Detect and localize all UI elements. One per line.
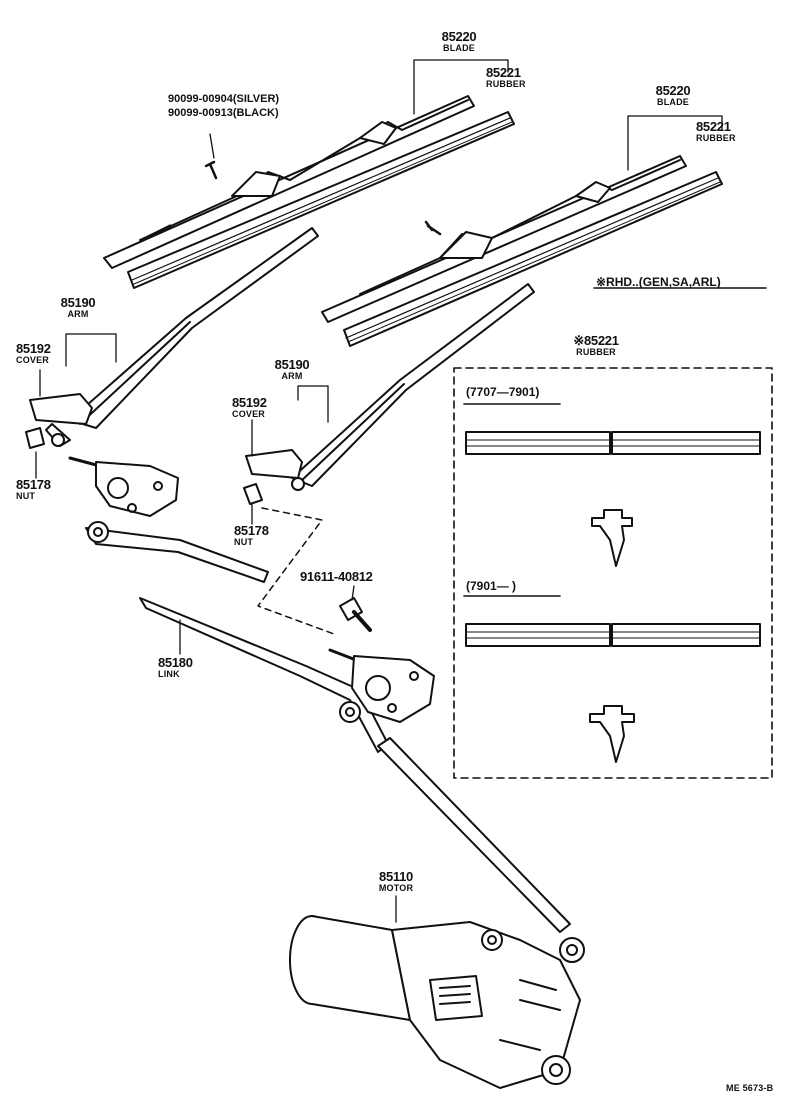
inset-rubber-number: ※85221 bbox=[573, 333, 619, 348]
right-wiper-arm bbox=[245, 283, 535, 491]
rhd-note: ※RHD..(GEN,SA,ARL) bbox=[596, 275, 721, 289]
period-2-label: (7901— ) bbox=[466, 579, 517, 593]
leader-lines bbox=[35, 59, 723, 923]
right-pivot bbox=[328, 648, 435, 723]
dashed-leader bbox=[257, 507, 335, 635]
arm-right-name: ARM bbox=[281, 371, 303, 381]
screw-black-label: 90099-00913(BLACK) bbox=[168, 107, 279, 119]
bolt-number: 91611-40812 bbox=[300, 569, 373, 584]
rubber-inset-box bbox=[453, 367, 773, 779]
cover-left-number: 85192 bbox=[16, 341, 51, 356]
inset-clip-1 bbox=[591, 509, 633, 567]
rubber-right-number: 85221 bbox=[696, 119, 731, 134]
right-screw bbox=[424, 220, 442, 236]
rubber-left-number: 85221 bbox=[486, 65, 521, 80]
cover-right-name: COVER bbox=[232, 409, 266, 419]
inset-rubber-strip-2 bbox=[465, 623, 761, 647]
nut-left-name: NUT bbox=[16, 491, 36, 501]
arm-left-number: 85190 bbox=[60, 295, 96, 310]
blade-right-name: BLADE bbox=[657, 97, 689, 107]
blade-left-name: BLADE bbox=[443, 43, 475, 53]
right-nut bbox=[243, 483, 263, 505]
period-1-label: (7707—7901) bbox=[466, 385, 540, 399]
cover-left-name: COVER bbox=[16, 355, 50, 365]
blade-left-number: 85220 bbox=[441, 29, 477, 44]
blade-right-number: 85220 bbox=[655, 83, 691, 98]
left-link-rod bbox=[85, 521, 269, 583]
right-wiper-rubber bbox=[343, 171, 723, 347]
left-nut bbox=[25, 427, 45, 449]
right-wiper-blade bbox=[321, 155, 687, 323]
nut-left-number: 85178 bbox=[16, 477, 51, 492]
link-name: LINK bbox=[158, 669, 180, 679]
screw-silver-label: 90099-00904(SILVER) bbox=[168, 93, 280, 105]
link-number: 85180 bbox=[158, 655, 193, 670]
left-wiper-rubber bbox=[127, 111, 515, 289]
wiper-motor bbox=[289, 915, 585, 1089]
inset-clip-2 bbox=[589, 705, 635, 763]
nut-right-name: NUT bbox=[234, 537, 254, 547]
inset-rubber-strip-1 bbox=[465, 431, 761, 455]
motor-number: 85110 bbox=[379, 869, 413, 884]
inset-rubber-name: RUBBER bbox=[576, 347, 616, 357]
drawing-code: ME 5673-B bbox=[726, 1083, 774, 1093]
motor-name: MOTOR bbox=[378, 883, 414, 893]
arm-right-number: 85190 bbox=[274, 357, 310, 372]
link-rod bbox=[139, 597, 571, 933]
bolt bbox=[339, 597, 372, 632]
left-screw bbox=[204, 160, 218, 180]
left-wiper-arm bbox=[29, 227, 319, 447]
cover-right-number: 85192 bbox=[232, 395, 267, 410]
left-pivot bbox=[68, 456, 179, 517]
rubber-right-name: RUBBER bbox=[696, 133, 736, 143]
left-wiper-blade bbox=[103, 95, 475, 269]
nut-right-number: 85178 bbox=[234, 523, 269, 538]
rubber-left-name: RUBBER bbox=[486, 79, 526, 89]
arm-left-name: ARM bbox=[67, 309, 89, 319]
